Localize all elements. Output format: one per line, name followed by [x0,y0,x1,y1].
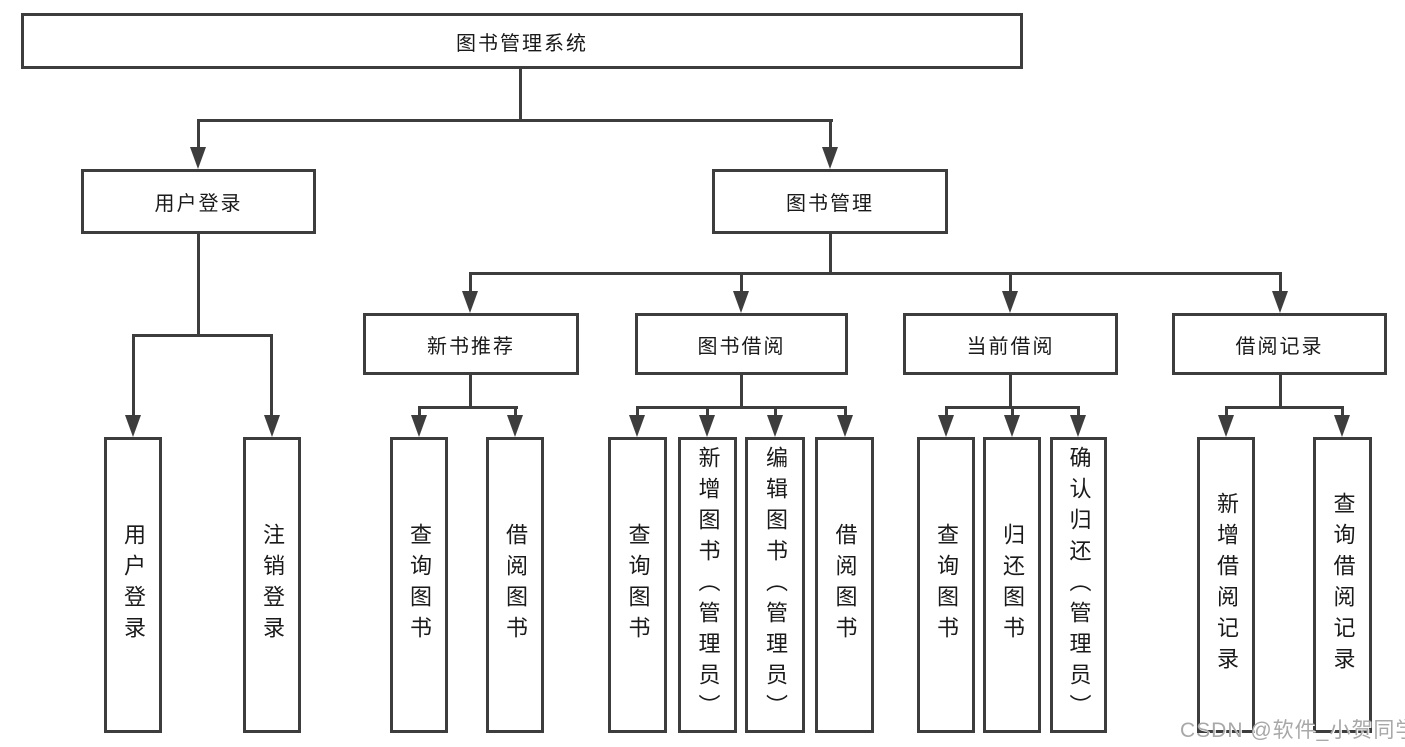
arrowhead-down-icon [938,415,954,437]
connector-line [469,272,472,293]
connector-line [740,272,743,293]
connector-line [1279,375,1282,409]
node-borrow-records: 借阅记录 [1172,313,1387,375]
node-label: 新书推荐 [427,335,515,358]
connector-line [469,272,1282,275]
node-leaf-bb-query: 查询图书 [608,437,667,733]
connector-line [519,69,522,121]
connector-line [706,406,709,417]
node-label: 查询图书 [407,523,432,647]
node-label: 编辑图书（管理员） [763,445,788,725]
node-label: 借阅记录 [1235,335,1324,358]
node-label: 当前借阅 [966,335,1055,358]
node-leaf-br-query: 查询借阅记录 [1313,437,1372,733]
node-label: 确认归还（管理员） [1066,445,1092,725]
node-label: 借阅图书 [503,523,528,647]
connector-line [945,406,948,417]
node-label: 查询图书 [625,523,651,647]
node-label: 用户登录 [121,523,146,647]
connector-line [829,119,832,149]
connector-line [829,234,832,275]
node-new-book-recommend: 新书推荐 [363,313,579,375]
node-leaf-nbr-borrow: 借阅图书 [486,437,544,733]
node-leaf-bb-add: 新增图书（管理员） [678,437,737,733]
node-root: 图书管理系统 [21,13,1023,69]
arrowhead-down-icon [699,415,715,437]
connector-line [1341,406,1344,417]
node-label: 查询图书 [934,523,959,647]
connector-line [1077,406,1080,417]
connector-line [1009,272,1012,293]
node-book-mgmt: 图书管理 [712,169,948,234]
node-leaf-logout: 注销登录 [243,437,301,733]
node-leaf-cb-query: 查询图书 [917,437,975,733]
node-label: 图书借阅 [697,335,786,358]
node-label: 注销登录 [260,523,285,647]
node-leaf-br-add: 新增借阅记录 [1197,437,1255,733]
arrowhead-down-icon [767,415,783,437]
node-label: 图书管理系统 [456,32,588,55]
connector-line [636,406,639,417]
arrowhead-down-icon [1218,415,1234,437]
connector-line [740,375,743,409]
connector-line [132,334,135,417]
connector-line [844,406,847,417]
arrowhead-down-icon [1004,415,1020,437]
connector-line [1225,406,1344,409]
connector-line [1011,406,1014,417]
connector-line [1009,375,1012,409]
arrowhead-down-icon [733,291,749,313]
node-book-borrow: 图书借阅 [635,313,848,375]
node-label: 新增借阅记录 [1214,492,1239,678]
node-leaf-user-login: 用户登录 [104,437,162,733]
node-label: 借阅图书 [832,523,858,647]
arrowhead-down-icon [462,291,478,313]
connector-line [197,234,200,337]
connector-line [636,406,847,409]
arrowhead-down-icon [822,147,838,169]
node-leaf-cb-confirm: 确认归还（管理员） [1050,437,1107,733]
arrowhead-down-icon [411,415,427,437]
arrowhead-down-icon [1070,415,1086,437]
arrowhead-down-icon [1002,291,1018,313]
node-user-login: 用户登录 [81,169,316,234]
node-label: 图书管理 [786,193,874,215]
arrowhead-down-icon [264,415,280,437]
arrowhead-down-icon [1272,291,1288,313]
connector-line [197,119,200,149]
connector-line [1279,272,1282,293]
connector-line [418,406,518,409]
node-current-borrow: 当前借阅 [903,313,1118,375]
connector-line [774,406,777,417]
connector-line [1225,406,1228,417]
connector-line [270,334,273,417]
connector-line [197,119,833,122]
node-label: 归还图书 [1000,523,1025,647]
arrowhead-down-icon [190,147,206,169]
node-label: 用户登录 [154,193,243,215]
node-leaf-bb-borrow: 借阅图书 [815,437,874,733]
arrowhead-down-icon [837,415,853,437]
arrowhead-down-icon [1334,415,1350,437]
node-leaf-bb-edit: 编辑图书（管理员） [745,437,805,733]
arrowhead-down-icon [125,415,141,437]
node-label: 新增图书（管理员） [695,445,721,725]
connector-line [418,406,421,417]
arrowhead-down-icon [629,415,645,437]
csdn-watermark: CSDN @软件_小贺同学 [1180,719,1405,742]
connector-line [469,375,472,409]
connector-line [514,406,517,417]
node-label: 查询借阅记录 [1330,492,1356,678]
arrowhead-down-icon [507,415,523,437]
node-leaf-nbr-query: 查询图书 [390,437,448,733]
node-leaf-cb-return: 归还图书 [983,437,1041,733]
connector-line [132,334,273,337]
